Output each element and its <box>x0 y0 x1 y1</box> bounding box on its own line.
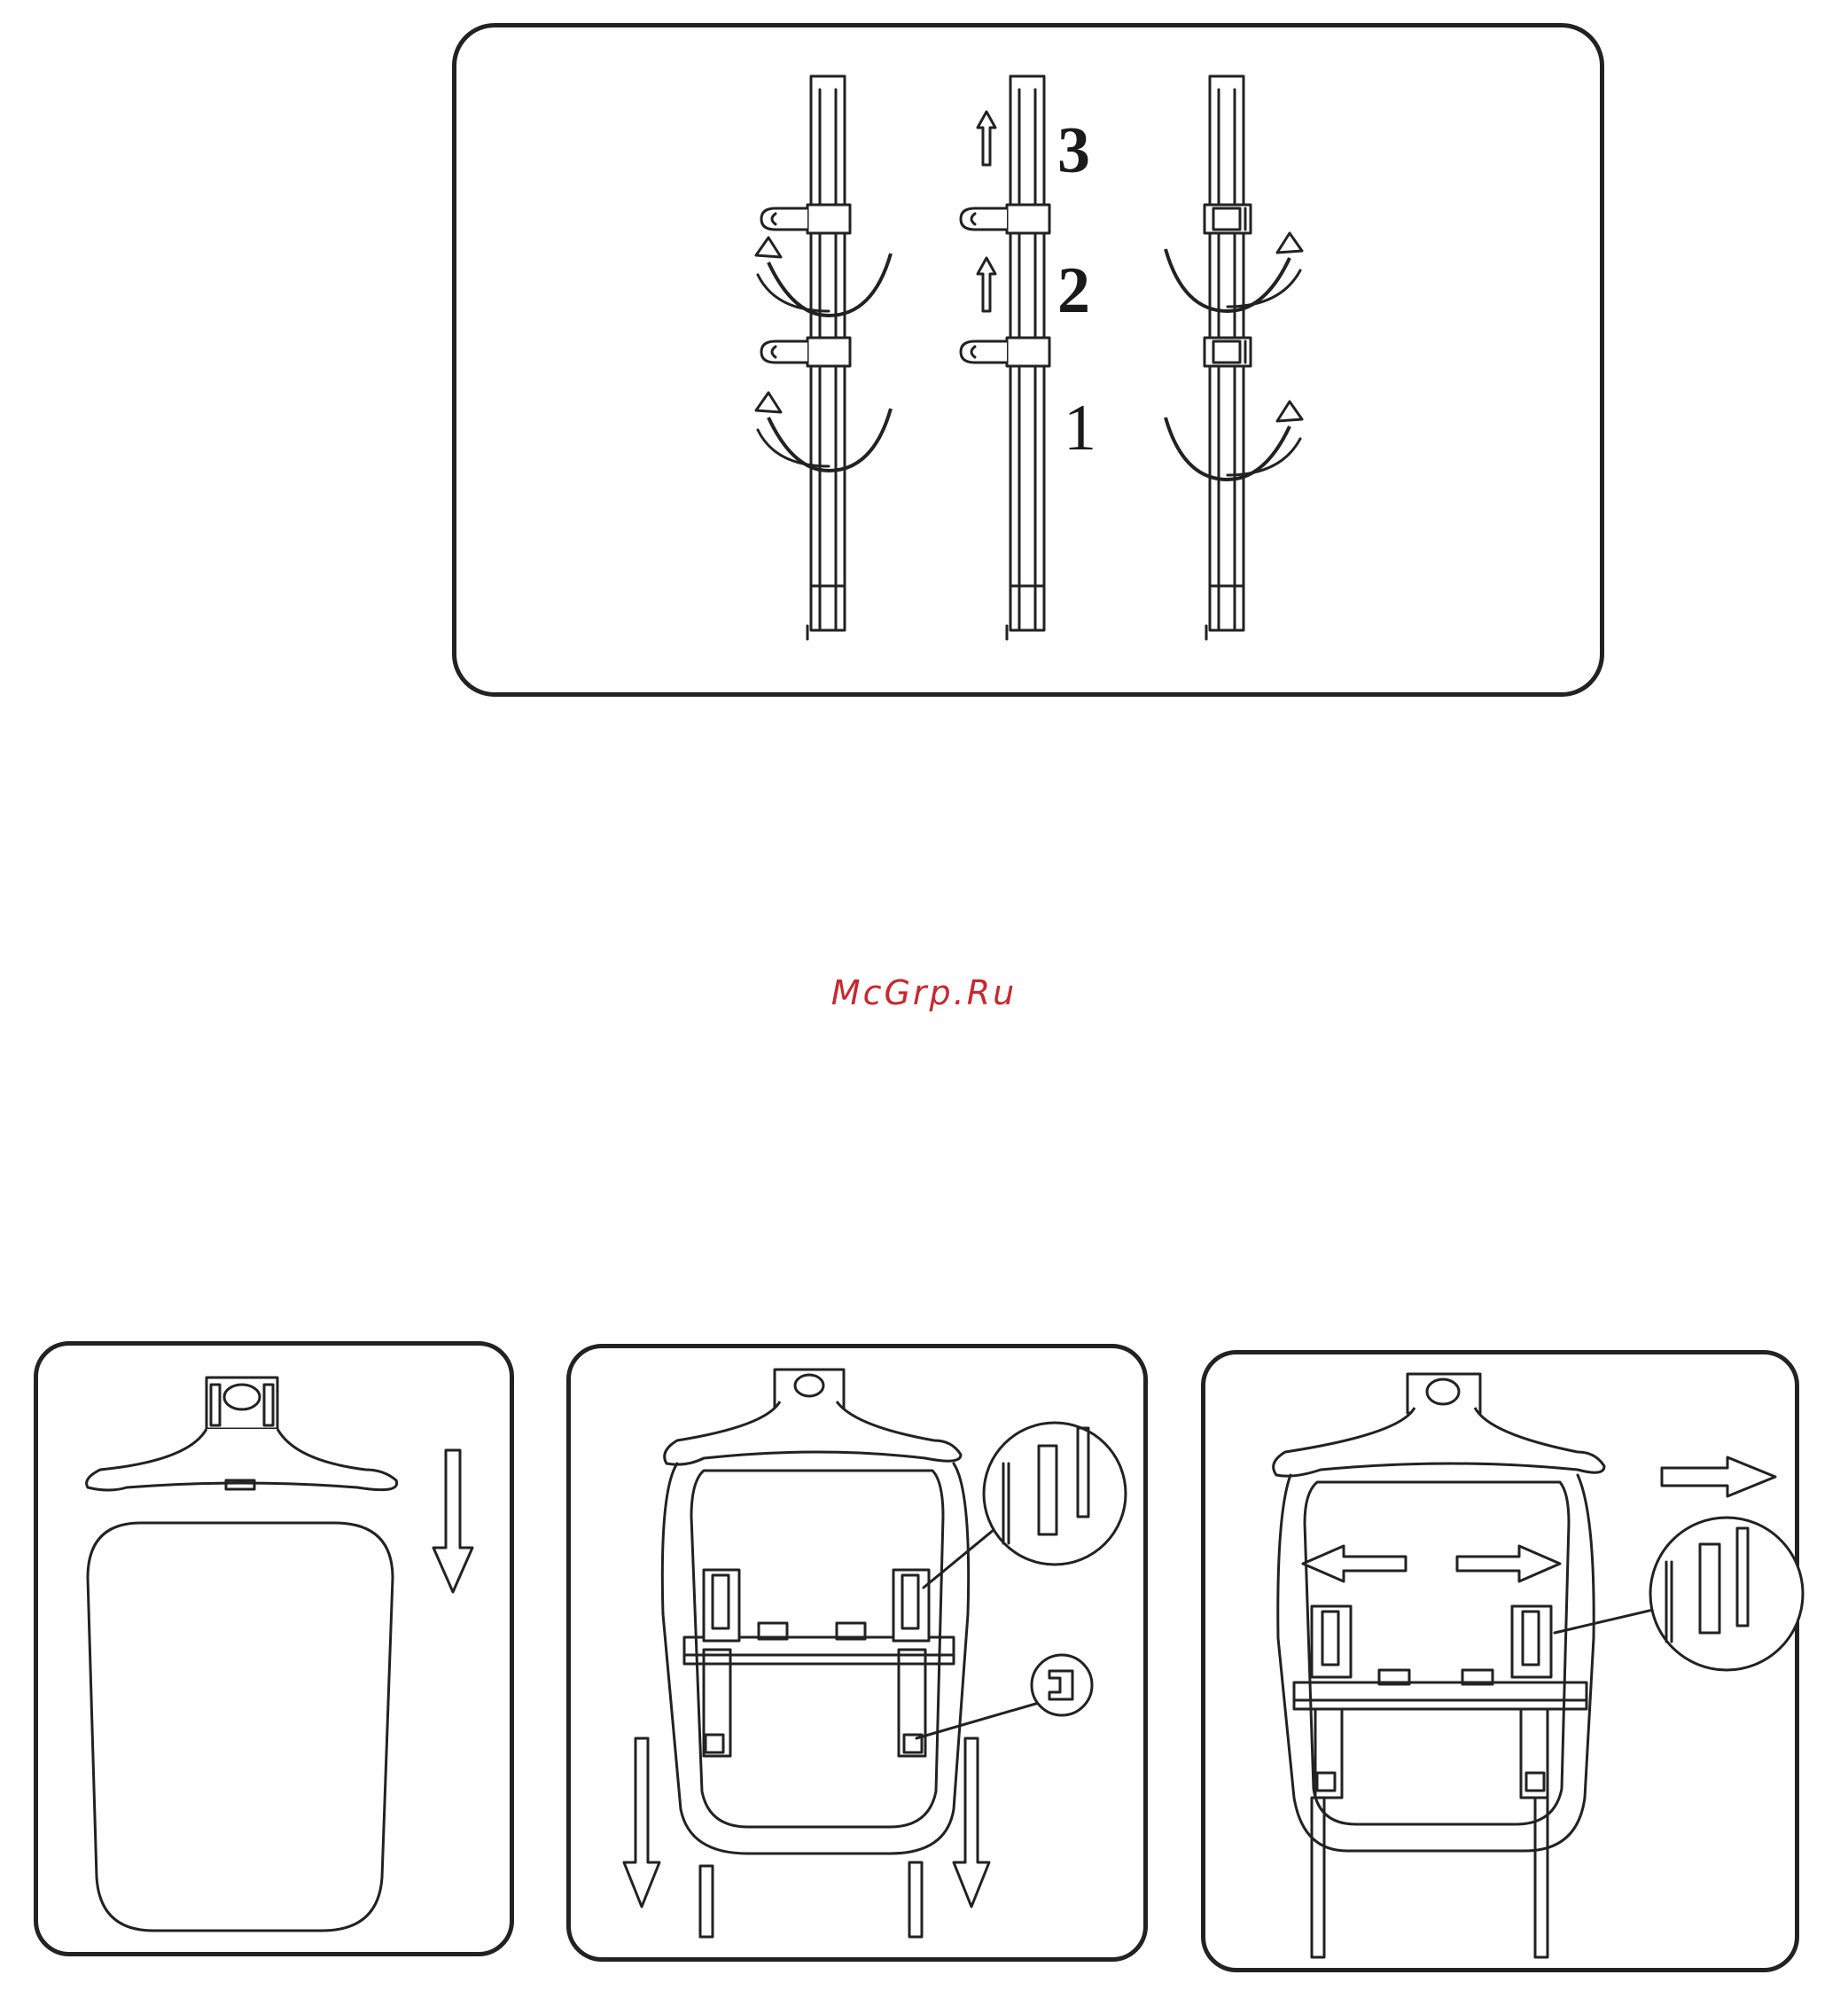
clip-icon <box>761 338 850 366</box>
rail-icon <box>961 76 1049 639</box>
rail-icon <box>756 76 891 639</box>
watermark: McGrp.Ru <box>0 973 1848 1012</box>
step-label-3: 3 <box>1057 118 1090 183</box>
rail-clip-drawing <box>456 27 1609 701</box>
up-arrow-icon <box>978 258 995 311</box>
hanger-frame-insert-figure <box>566 1344 1148 1962</box>
down-arrow-icon <box>624 1738 659 1907</box>
right-arrow-icon <box>1662 1457 1775 1496</box>
hanger-attach-drawing <box>38 1346 519 1961</box>
up-arrow-icon <box>978 112 995 165</box>
clip-icon <box>961 338 1049 366</box>
hanger-head-icon <box>87 1378 397 1490</box>
right-arrow-icon <box>1457 1546 1560 1581</box>
magnifier-detail-icon <box>916 1423 1126 1738</box>
clip-icon <box>1205 205 1251 233</box>
hanger-head-icon <box>665 1370 961 1464</box>
left-arrow-icon <box>1303 1546 1406 1581</box>
hanger-frame-insert-drawing <box>571 1348 1152 1966</box>
hanger-frame-lock-figure <box>1201 1350 1799 1972</box>
frame-icon <box>662 1464 968 1854</box>
rail-icon <box>1312 1798 1548 1957</box>
clip-icon <box>961 205 1049 233</box>
clip-icon <box>761 205 850 233</box>
rail-icon <box>700 1862 922 1937</box>
hanger-attach-figure <box>34 1341 514 1956</box>
step-label-2: 2 <box>1057 258 1090 324</box>
hanger-frame-lock-drawing <box>1205 1354 1804 1977</box>
clip-icon <box>1205 338 1251 366</box>
step-label-1: 1 <box>1064 395 1096 461</box>
board-icon <box>88 1523 393 1931</box>
hanger-head-icon <box>1274 1374 1604 1476</box>
rail-icon <box>1166 76 1302 639</box>
down-arrow-icon <box>433 1450 472 1592</box>
clip-icon <box>1312 1606 1551 1798</box>
down-arrow-icon <box>954 1738 989 1907</box>
rail-clip-instruction-figure: 3 2 1 <box>452 23 1604 697</box>
